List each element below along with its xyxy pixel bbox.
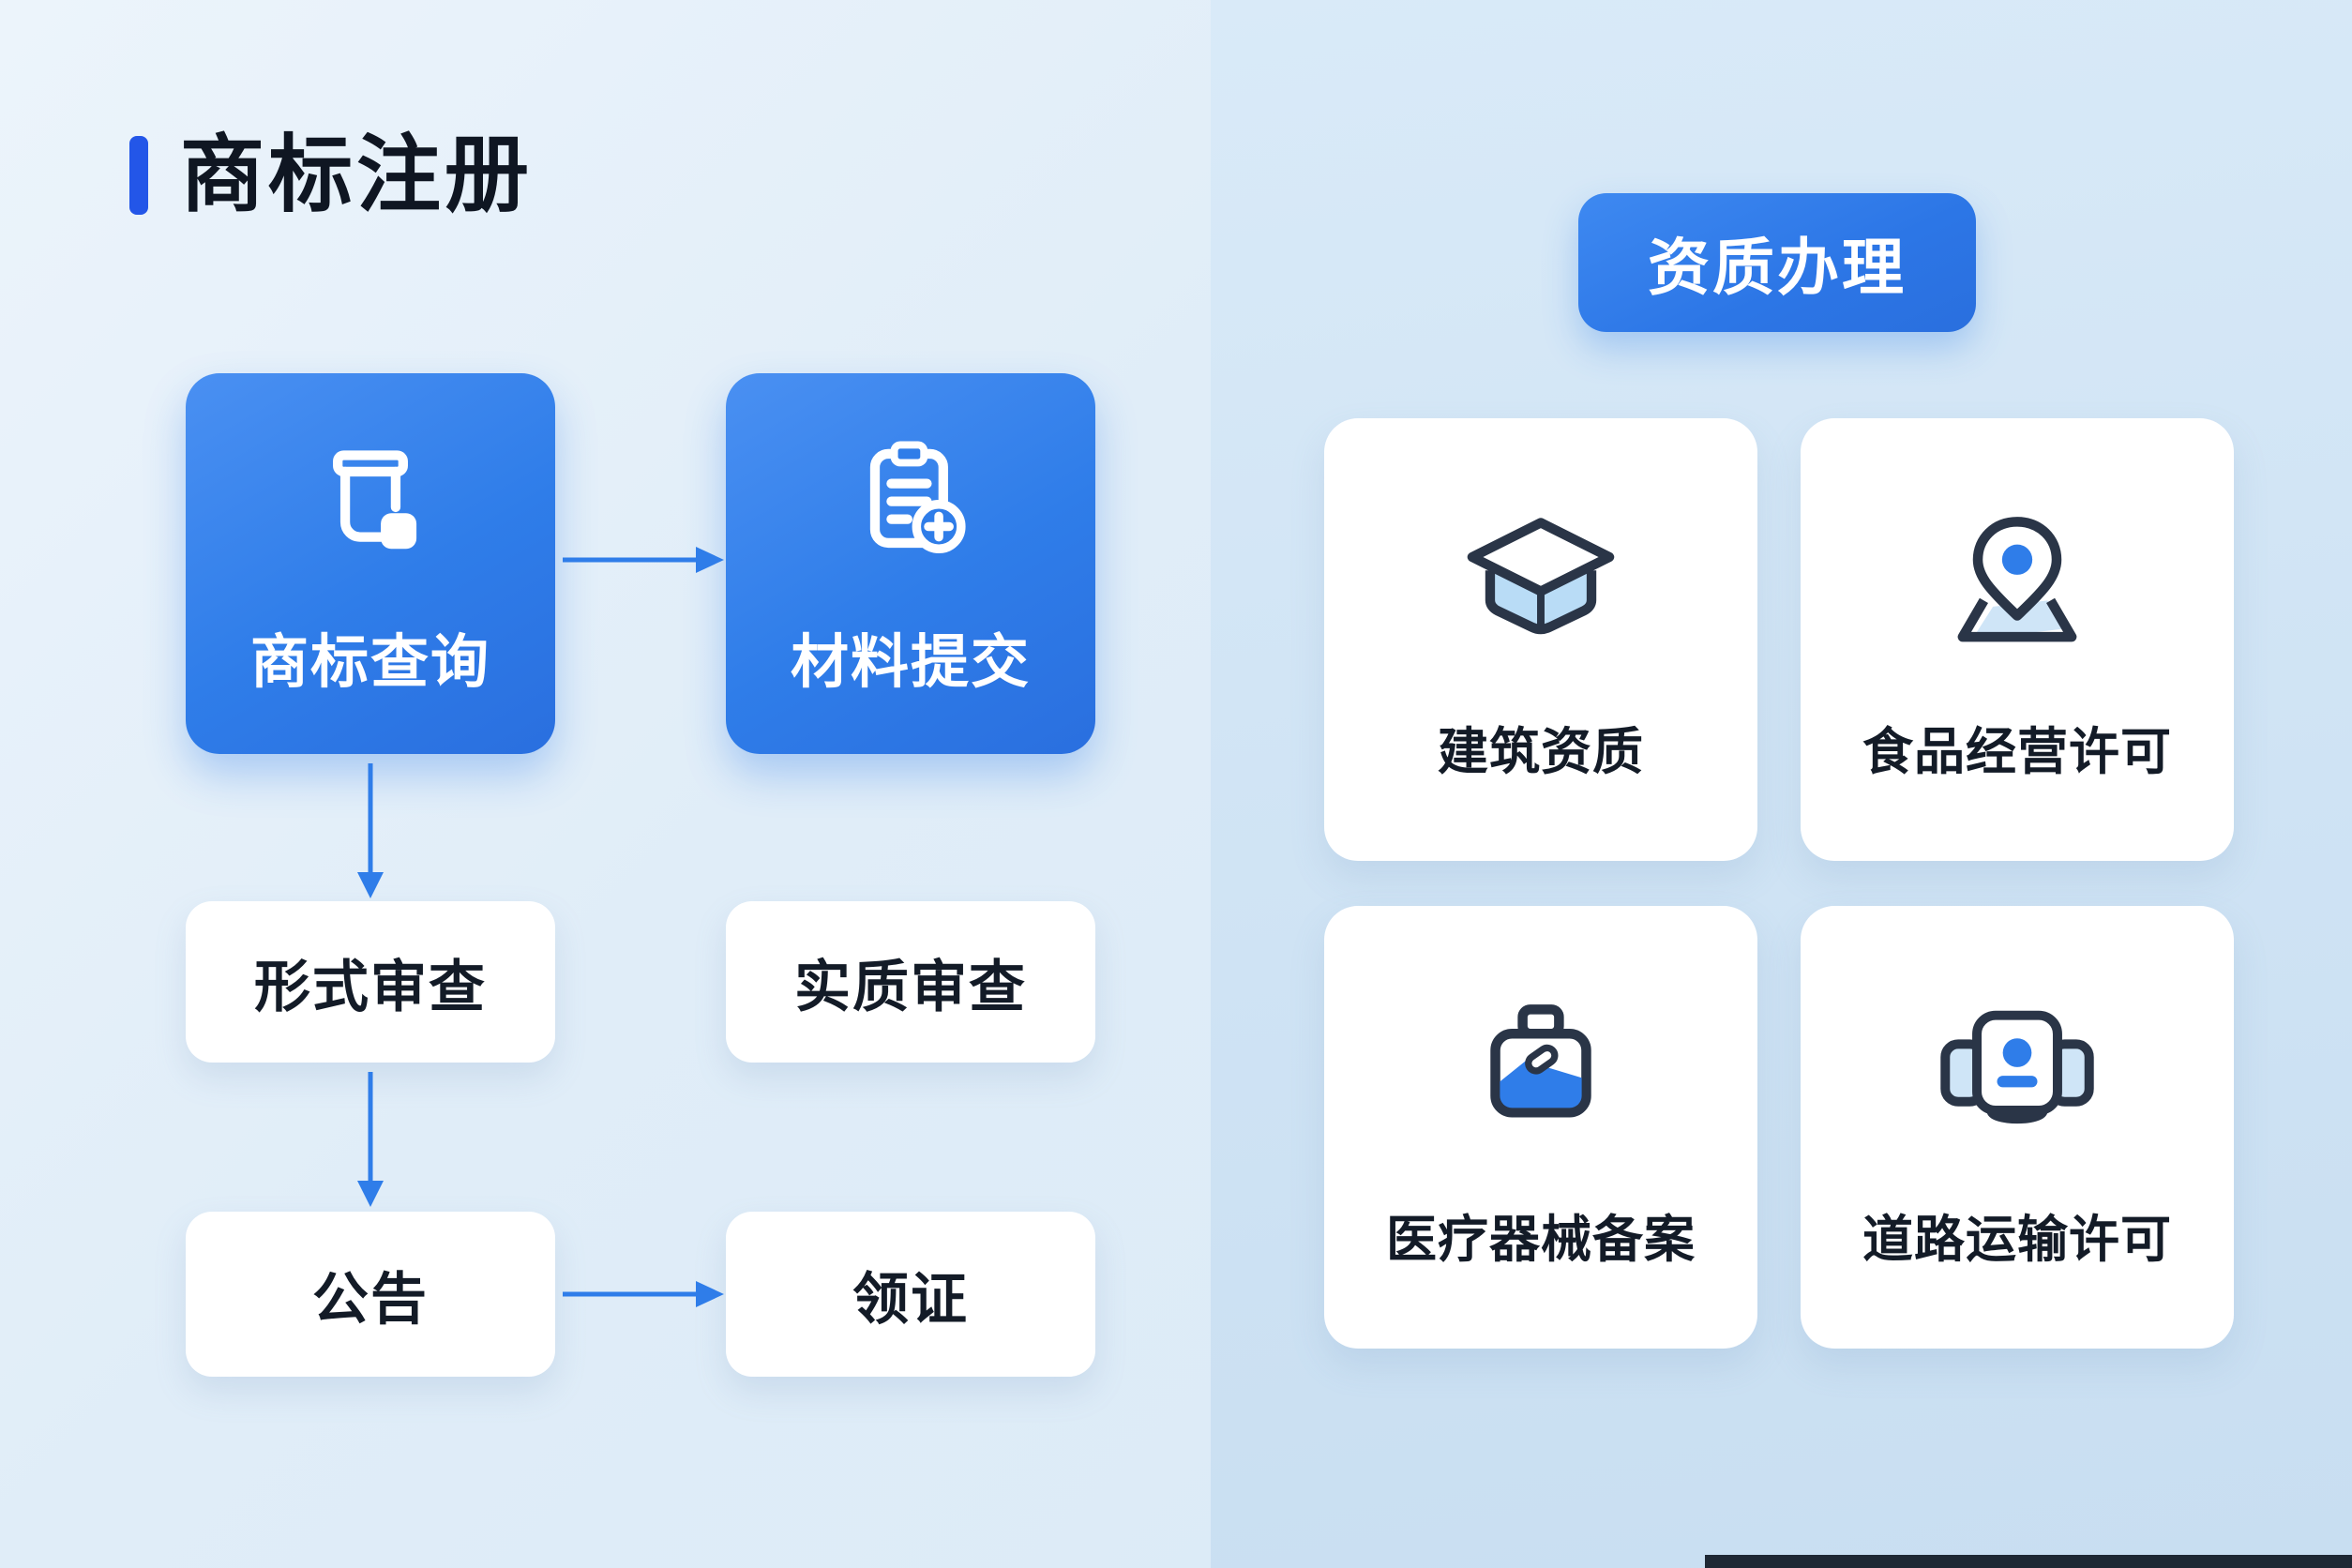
trademark-section-header: 商标注册 bbox=[129, 133, 533, 218]
qualification-card-label: 医疗器械备案 bbox=[1386, 1211, 1696, 1268]
qualification-badge: 资质办理 bbox=[1578, 193, 1976, 332]
trash-bin-icon bbox=[299, 429, 442, 571]
bottom-dark-strip bbox=[1705, 1555, 2352, 1568]
arrow-down-icon bbox=[357, 1072, 384, 1207]
flow-card-announcement: 公告 bbox=[186, 1212, 555, 1377]
flow-card-certificate: 领证 bbox=[726, 1212, 1095, 1377]
medical-case-icon bbox=[1457, 991, 1624, 1149]
flow-card-trademark-search: 商标查询 bbox=[186, 373, 555, 754]
qualification-card-medical-device: 医疗器械备案 bbox=[1324, 906, 1757, 1349]
qualification-card-food-license: 食品经营许可 bbox=[1801, 418, 2234, 861]
stack-box-icon bbox=[1457, 504, 1624, 661]
id-badge-icon bbox=[1934, 991, 2101, 1149]
clipboard-plus-icon bbox=[839, 429, 982, 571]
arrow-right-icon bbox=[563, 547, 724, 573]
flow-step-label: 材料提交 bbox=[790, 630, 1031, 695]
qualification-card-label: 建筑资质 bbox=[1438, 723, 1644, 780]
qualification-card-construction: 建筑资质 bbox=[1324, 418, 1757, 861]
flow-step-label: 商标查询 bbox=[249, 630, 490, 695]
title-accent-bar bbox=[129, 136, 148, 215]
qualification-card-label: 道路运输许可 bbox=[1862, 1211, 2172, 1268]
arrow-right-icon bbox=[563, 1281, 724, 1307]
qualification-card-label: 食品经营许可 bbox=[1862, 723, 2172, 780]
arrow-down-icon bbox=[357, 763, 384, 898]
qualification-card-road-transport: 道路运输许可 bbox=[1801, 906, 2234, 1349]
map-pin-icon bbox=[1934, 504, 2101, 661]
flow-card-substantive-review: 实质审查 bbox=[726, 901, 1095, 1063]
page-title: 商标注册 bbox=[180, 128, 533, 222]
flow-card-formal-review: 形式审查 bbox=[186, 901, 555, 1063]
flow-card-material-submit: 材料提交 bbox=[726, 373, 1095, 754]
